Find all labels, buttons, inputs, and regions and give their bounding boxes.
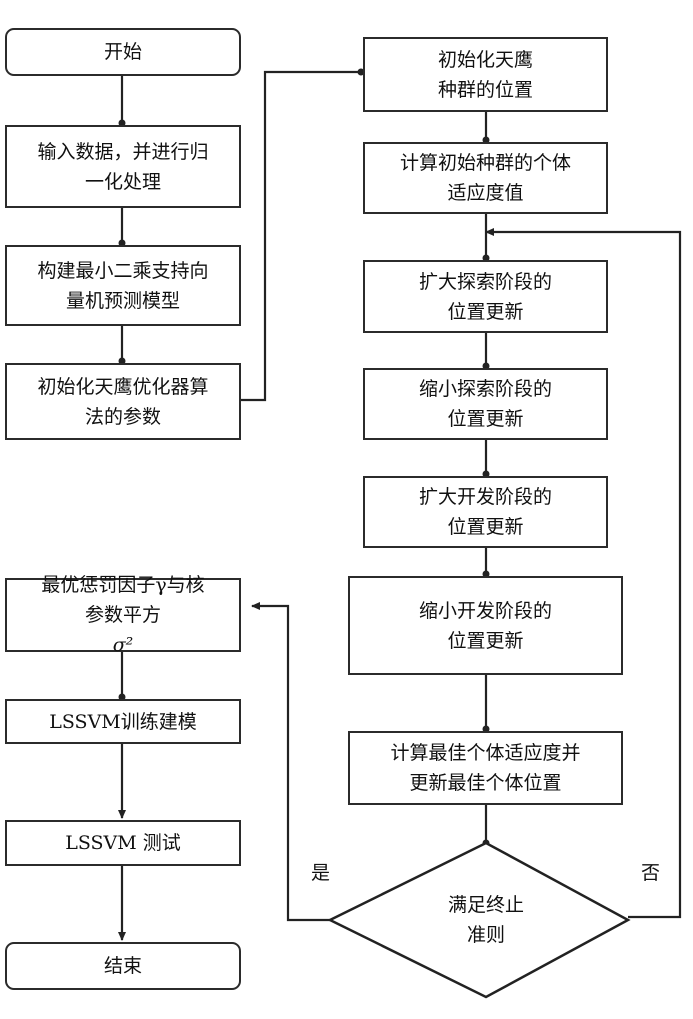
test-box: LSSVM 测试 xyxy=(5,820,241,866)
narrowed-exploitation-box: 缩小开发阶段的 位置更新 xyxy=(348,576,623,675)
build-model-box: 构建最小二乘支持向 量机预测模型 xyxy=(5,245,241,326)
sigma-squared-symbol: σ² xyxy=(112,634,134,656)
init-params-box: 初始化天鹰优化器算 法的参数 xyxy=(5,363,241,440)
arrow-init-params-to-init-positions xyxy=(240,68,365,402)
arrow-yes-to-best-params xyxy=(251,602,330,922)
input-data-box: 输入数据，并进行归 一化处理 xyxy=(5,125,241,208)
yes-label: 是 xyxy=(311,862,331,884)
expanded-exploitation-box: 扩大开发阶段的 位置更新 xyxy=(363,476,608,548)
calc-fitness-box: 计算初始种群的个体 适应度值 xyxy=(363,142,608,214)
best-params-box: 最优惩罚因子γ与核 参数平方 σ² xyxy=(5,574,241,656)
narrowed-exploration-box: 缩小探索阶段的 位置更新 xyxy=(363,368,608,440)
expanded-exploration-box: 扩大探索阶段的 位置更新 xyxy=(363,260,608,333)
termination-decision xyxy=(327,841,631,999)
train-box: LSSVM训练建模 xyxy=(5,699,241,744)
calc-best-box: 计算最佳个体适应度并 更新最佳个体位置 xyxy=(348,731,623,805)
start-node: 开始 xyxy=(5,28,241,76)
init-positions-box: 初始化天鹰 种群的位置 xyxy=(363,37,608,112)
no-label: 否 xyxy=(641,862,661,884)
end-node: 结束 xyxy=(5,942,241,990)
termination-text: 满足终止 准则 xyxy=(447,894,524,946)
arrow-no-loop-back xyxy=(485,228,682,919)
best-params-text: 最优惩罚因子γ与核 参数平方 xyxy=(41,574,205,626)
